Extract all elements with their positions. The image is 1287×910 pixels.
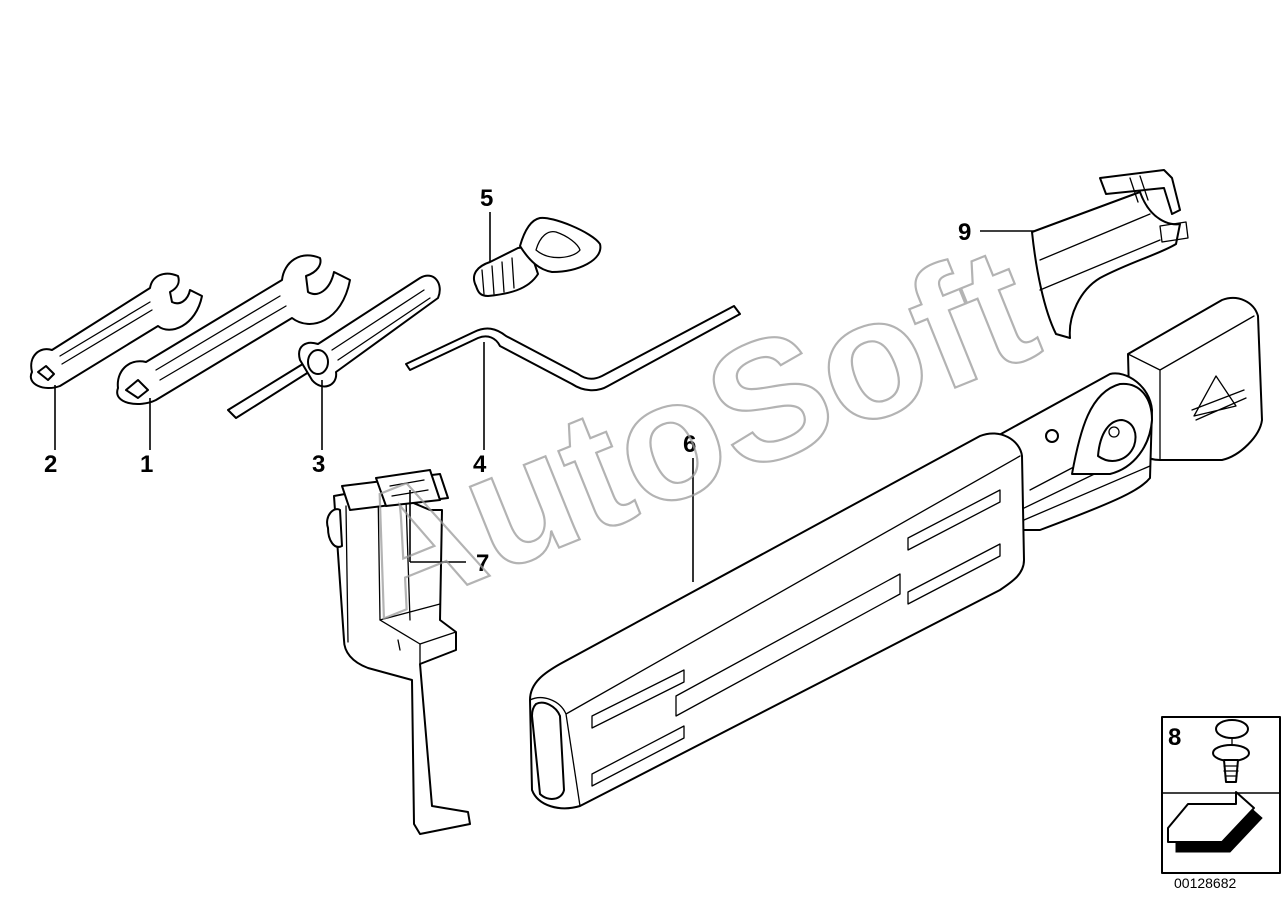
diagram-code: 00128682: [1174, 875, 1237, 891]
part-4-crank-rod[interactable]: [405, 305, 741, 392]
callout-9: 9: [958, 219, 971, 246]
callout-1: 1: [140, 451, 153, 478]
part-3-screwdriver[interactable]: [227, 274, 441, 419]
part-9-cover-bracket[interactable]: [1031, 169, 1189, 339]
part-6-tool-case[interactable]: [529, 297, 1263, 810]
arrow-icon[interactable]: [1167, 791, 1263, 853]
callout-4: 4: [473, 451, 487, 478]
callout-6: 6: [683, 431, 696, 458]
callout-5: 5: [480, 185, 493, 212]
callout-3: 3: [312, 451, 325, 478]
part-5-towing-eye[interactable]: [472, 216, 602, 297]
part-7-holder-bracket[interactable]: [326, 469, 471, 835]
callout-7: 7: [476, 550, 489, 577]
part-8-push-rivet[interactable]: [1212, 719, 1250, 783]
callout-2: 2: [44, 451, 57, 478]
part-2-small-wrench[interactable]: [29, 272, 203, 390]
part-1-large-wrench[interactable]: [116, 254, 351, 405]
callout-8: 8: [1168, 724, 1181, 751]
